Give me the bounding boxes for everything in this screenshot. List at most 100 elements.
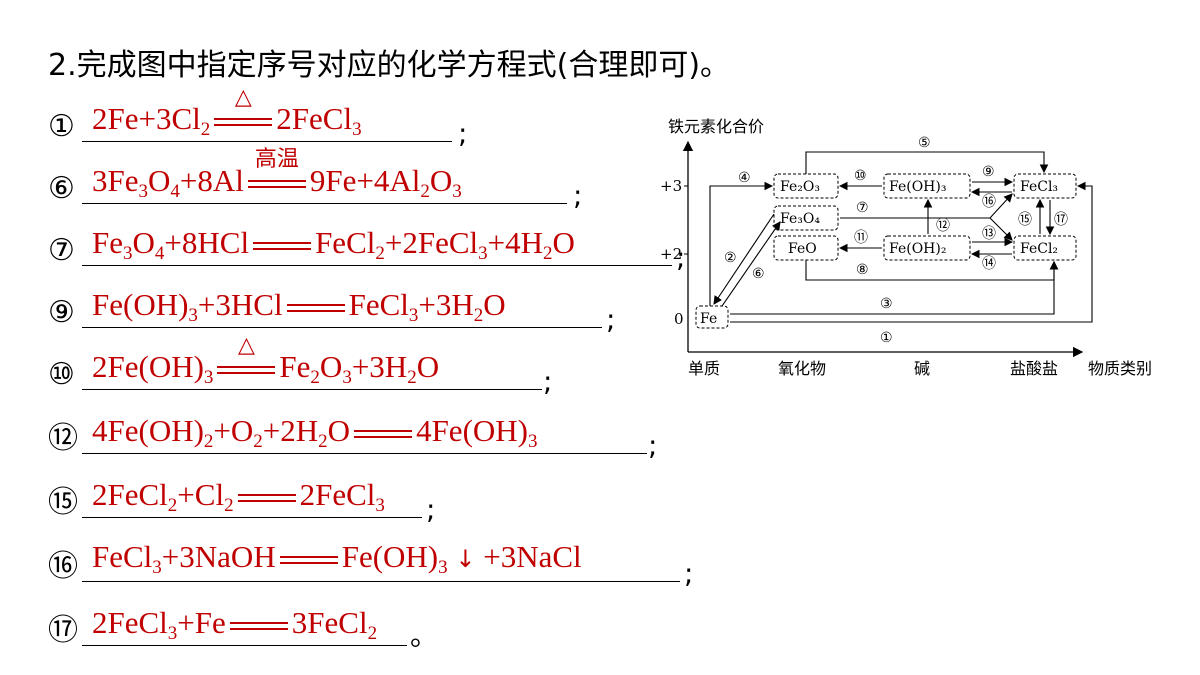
equation-row-10: ⑩ 2Fe(OH)3△Fe2O3+3H2O ;: [48, 332, 552, 398]
row-number: ⑩: [48, 357, 75, 392]
row-end-mark: ;: [606, 303, 616, 336]
category-oxide: 氧化物: [778, 359, 826, 378]
row-number: ⑦: [48, 233, 75, 268]
box-feo: FeO: [773, 235, 839, 261]
row-number: ⑨: [48, 295, 75, 330]
svg-text:Fe(OH)₃: Fe(OH)₃: [889, 179, 946, 195]
row-end-mark: ;: [676, 241, 686, 274]
row-number: ⑮: [48, 485, 78, 520]
category-element: 单质: [688, 359, 720, 378]
box-fe: Fe: [695, 305, 729, 329]
row-number: ⑯: [48, 549, 78, 584]
label-16: ⑯: [982, 194, 996, 210]
equals-sign: [253, 236, 312, 256]
svg-text:FeO: FeO: [788, 241, 817, 257]
row-number: ①: [48, 109, 75, 144]
row-number: ⑥: [48, 171, 75, 206]
row-end-mark: ;: [543, 365, 553, 398]
tick-plus2: +2: [660, 245, 682, 263]
equals-sign: [286, 298, 345, 318]
label-14: ⑭: [982, 256, 996, 272]
equation-answer: 2Fe+3Cl2△2FeCl3: [92, 84, 362, 140]
box-fe2o3: Fe₂O₃: [773, 173, 839, 199]
tick-zero: 0: [674, 310, 684, 328]
arrow-8: [805, 260, 1059, 281]
label-8: ⑧: [856, 262, 869, 278]
arrow-5: [805, 151, 1049, 174]
y-axis-label: 铁元素化合价: [668, 117, 764, 136]
row-end-mark: ;: [684, 557, 694, 590]
box-feoh3: Fe(OH)₃: [883, 173, 971, 199]
label-7: ⑦: [856, 200, 869, 216]
svg-text:Fe₂O₃: Fe₂O₃: [780, 179, 820, 195]
arrow-4: [709, 181, 774, 306]
box-feoh2: Fe(OH)₂: [883, 235, 971, 261]
high-temperature-condition: 高温: [247, 147, 306, 194]
precipitate-arrow-icon: ↓: [455, 545, 476, 573]
category-base: 碱: [914, 359, 930, 378]
row-end-mark: 。: [410, 619, 439, 652]
equals-sign: [279, 550, 338, 570]
box-fe3o4: Fe₃O₄: [773, 205, 839, 231]
label-13: ⑬: [982, 226, 996, 242]
equals-sign: [229, 616, 288, 636]
label-2: ②: [724, 250, 737, 266]
label-5: ⑤: [918, 135, 931, 151]
label-10: ⑩: [854, 168, 867, 184]
row-end-mark: ;: [648, 429, 658, 462]
category-chloride: 盐酸盐: [1010, 359, 1058, 378]
label-11: ⑪: [854, 230, 868, 246]
answer-blank: [82, 595, 407, 646]
label-4: ④: [738, 170, 751, 186]
label-3: ③: [880, 296, 893, 312]
arrow-2: [713, 213, 775, 305]
row-end-mark: ;: [573, 179, 583, 212]
row-number: ⑫: [48, 421, 78, 456]
question-title: 2.完成图中指定序号对应的化学方程式(合理即可)。: [48, 48, 731, 83]
equation-answer: 2Fe(OH)3△Fe2O3+3H2O: [92, 332, 440, 388]
label-6: ⑥: [752, 266, 765, 282]
x-axis-label: 物质类别: [1088, 359, 1152, 378]
tick-plus3: +3: [660, 177, 682, 195]
arrow-1: [730, 181, 1093, 323]
label-15: ⑮: [1018, 212, 1032, 228]
box-fecl3: FeCl₃: [1013, 173, 1077, 199]
svg-text:Fe₃O₄: Fe₃O₄: [780, 211, 820, 227]
answer-blank: [82, 153, 567, 204]
answer-blank: [82, 403, 647, 454]
row-end-mark: ;: [426, 493, 436, 526]
row-end-mark: ;: [458, 117, 468, 150]
answer-blank: [82, 339, 542, 390]
svg-text:Fe: Fe: [700, 311, 717, 327]
equals-sign: [237, 488, 296, 508]
iron-valence-diagram: 铁元素化合价 物质类别 +3 +2 0 单质 氧化物 碱 盐酸盐 Fe Fe₂O…: [660, 117, 1152, 378]
answer-blank: [82, 531, 680, 582]
svg-text:FeCl₃: FeCl₃: [1020, 179, 1058, 195]
label-17: ⑰: [1054, 212, 1068, 228]
answer-blank: [82, 467, 422, 518]
equals-sign: [354, 424, 413, 444]
arrow-6: [721, 221, 781, 307]
label-12: ⑫: [936, 218, 950, 234]
svg-text:FeCl₂: FeCl₂: [1020, 241, 1058, 257]
arrow-3: [730, 260, 1059, 315]
svg-text:Fe(OH)₂: Fe(OH)₂: [889, 241, 946, 257]
answer-blank: [82, 215, 672, 266]
answer-blank: [82, 91, 452, 142]
heat-condition: △: [214, 85, 273, 132]
box-fecl2: FeCl₂: [1013, 235, 1077, 261]
heat-condition: △: [217, 333, 276, 380]
label-1: ①: [880, 330, 893, 346]
